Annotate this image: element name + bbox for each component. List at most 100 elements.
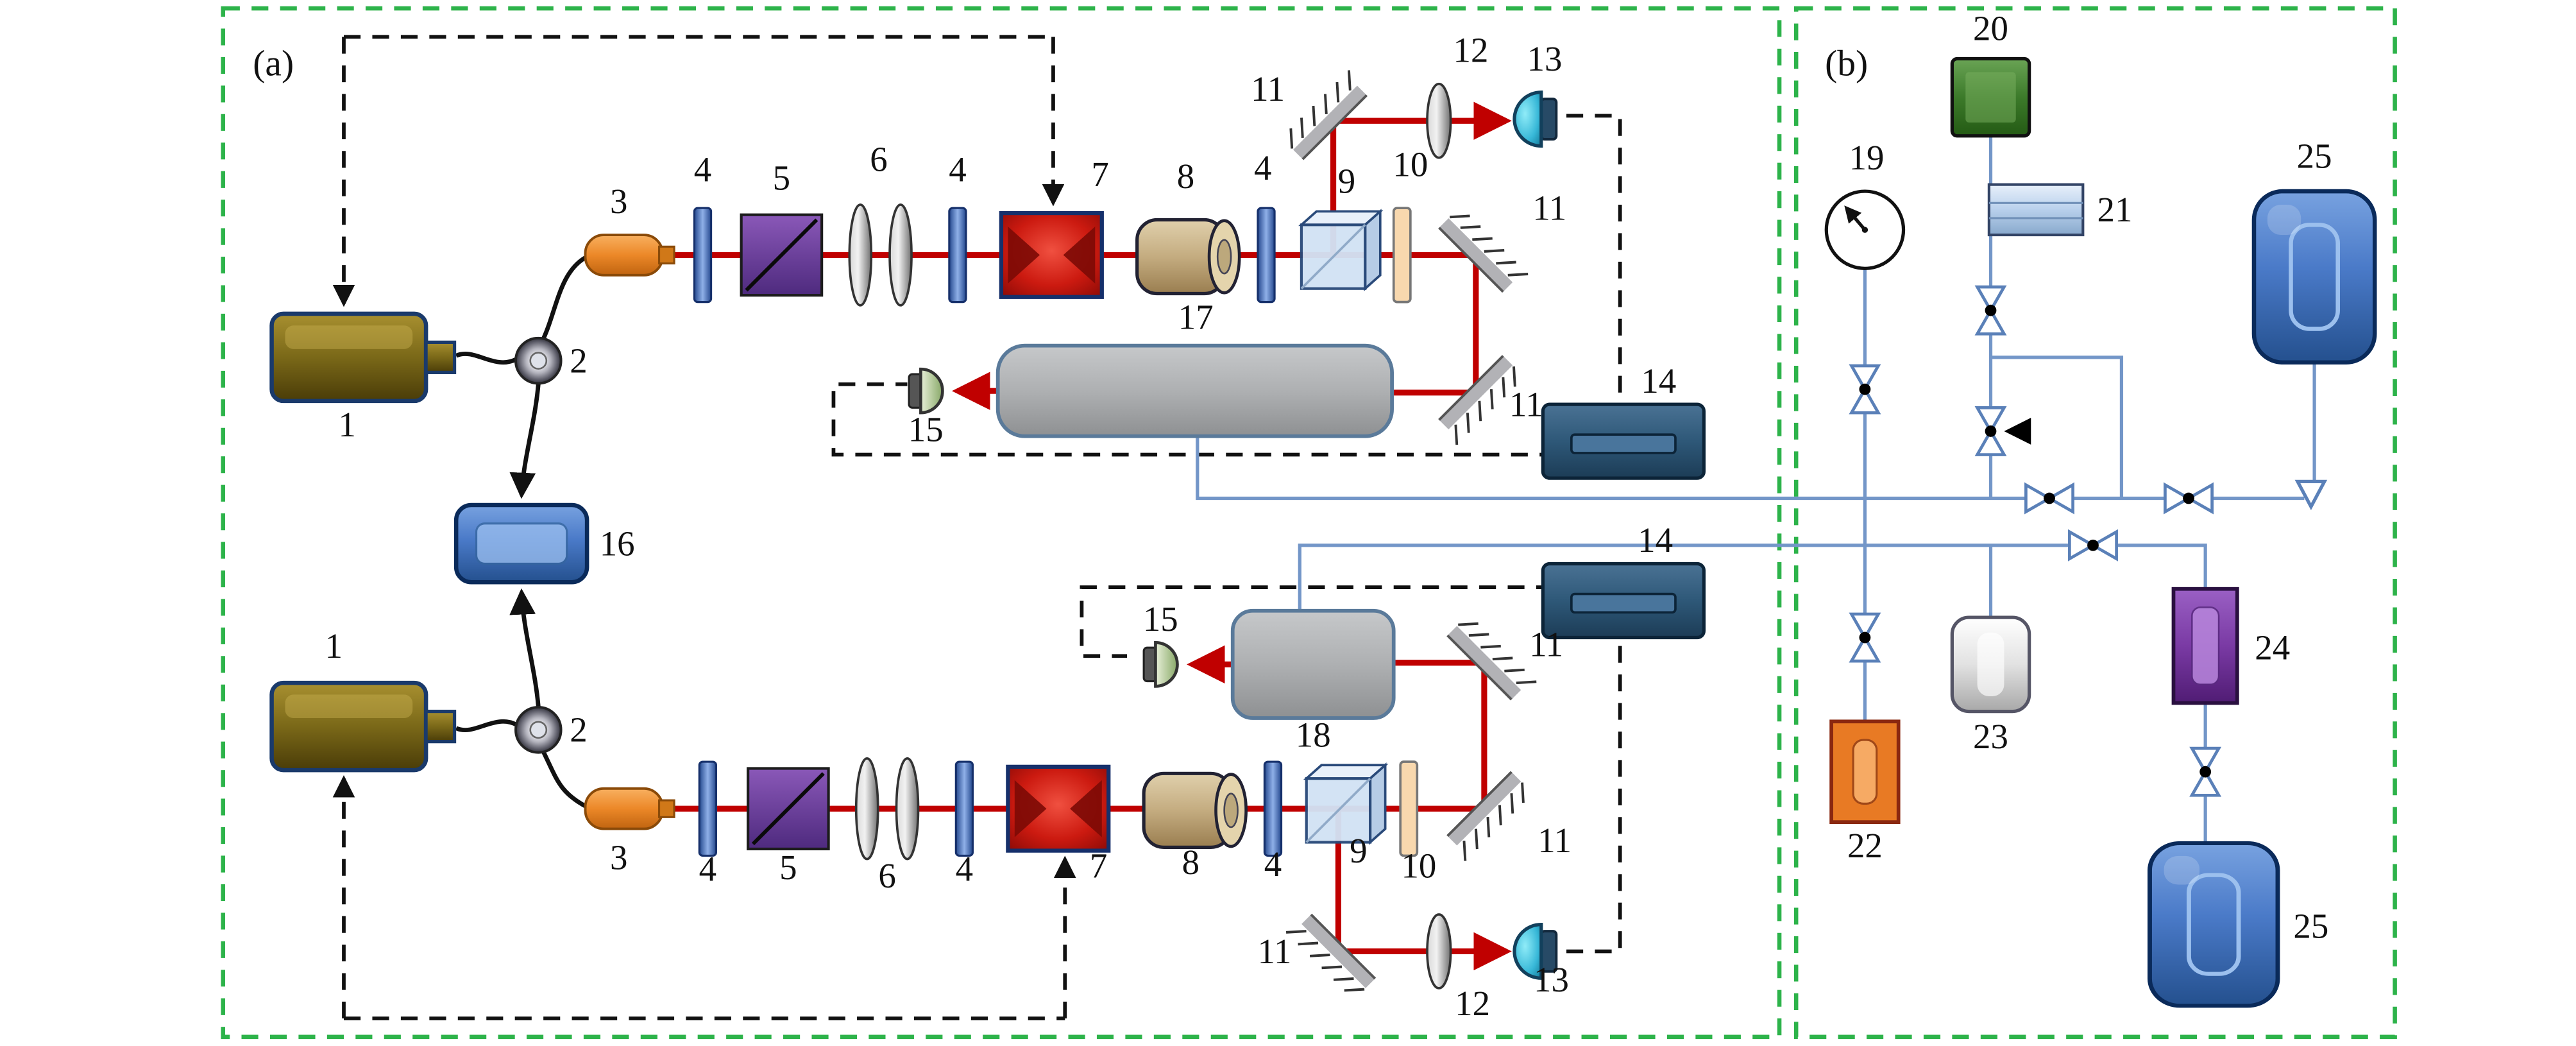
- relief-valve: [2294, 479, 2328, 511]
- fiber-coupler-bottom: [514, 706, 563, 754]
- label-mirror-pickoff-top: 11: [1251, 69, 1285, 108]
- laser-top: [272, 314, 455, 401]
- gas-line-from-cell-17: [1196, 436, 2305, 501]
- photodiode-top: [909, 369, 942, 413]
- fiber-coupler-top-to-combiner: [509, 384, 541, 499]
- label-cube-top: 9: [1338, 162, 1355, 201]
- lens-bottom-2: [895, 757, 920, 861]
- module-14-bottom: [1543, 563, 1704, 637]
- label-reference-cell-18: 18: [1296, 715, 1331, 754]
- label-tank-upper: 25: [2297, 136, 2332, 175]
- label-mirror-fold-bottom: 11: [1538, 821, 1572, 860]
- label-collimator-bottom: 3: [610, 837, 627, 877]
- plate-bottom-2: [954, 760, 974, 857]
- fiber-coupler-bottom-to-collimator: [539, 747, 588, 809]
- lens-top-2: [888, 203, 913, 307]
- label-detector-bottom: 13: [1534, 960, 1569, 999]
- filter-bottom: [1399, 760, 1419, 857]
- collimator-bottom: [584, 787, 676, 830]
- mirror-fold-top: [1439, 207, 1529, 296]
- plate-top-3: [1257, 207, 1276, 304]
- reference-cell-18: [1230, 608, 1396, 720]
- label-mirror-pickoff-bottom: 11: [1258, 932, 1292, 971]
- label-plate-top-2: 4: [949, 150, 966, 189]
- label-pickoff-lens-top: 12: [1453, 31, 1489, 70]
- filter-top: [1392, 207, 1412, 304]
- fiber-coupler-top-to-collimator: [539, 255, 588, 343]
- label-box-22: 22: [1847, 826, 1883, 865]
- beamsplitter-cube-top: [1301, 211, 1380, 288]
- plate-top-1: [693, 207, 713, 304]
- mirror-pickoff-bottom: [1286, 911, 1375, 1000]
- label-pickoff-lens-bottom: 12: [1455, 984, 1490, 1023]
- panel-b-components: [1826, 59, 2375, 1006]
- fiber-laser-bottom-to-coupler: [455, 719, 518, 732]
- label-plate-top-1: 4: [694, 150, 711, 189]
- gas-tank-lower: [2149, 843, 2278, 1006]
- label-lens-pair-top: 6: [870, 140, 887, 179]
- label-mirror-fold-top: 11: [1532, 189, 1566, 228]
- dash-loop-bottom: [1080, 585, 1622, 954]
- module-14-top: [1543, 404, 1704, 478]
- box-24: [2173, 589, 2237, 703]
- label-laser-top: 1: [339, 405, 356, 444]
- beamsplitter-cube-bottom: [1307, 765, 1385, 842]
- gas-line-branch: [1990, 356, 2124, 499]
- label-plate-bottom-1: 4: [699, 850, 716, 889]
- label-filter-bottom: 10: [1401, 846, 1436, 885]
- labels: (a) (b) 1 2 3 4 5 6 4 7 8 4 9 10 11 12 1…: [253, 9, 2332, 1023]
- label-plate-top-3: 4: [1254, 148, 1271, 187]
- top-arm-components: [272, 71, 1704, 479]
- label-module-14-bottom: 14: [1638, 520, 1673, 560]
- fiber-laser-top-to-coupler: [455, 352, 518, 365]
- laser-bottom: [272, 683, 455, 770]
- box-21: [1989, 185, 2083, 235]
- label-box-21: 21: [2097, 190, 2133, 229]
- tube-top: [1137, 220, 1239, 294]
- label-photodiode-top: 15: [908, 410, 944, 449]
- box-23: [1952, 617, 2029, 711]
- cell-top: [1001, 213, 1102, 297]
- lens-bottom-1: [854, 757, 879, 861]
- plate-top-2: [948, 207, 967, 304]
- tube-bottom: [1144, 773, 1246, 847]
- detector-top: [1514, 92, 1556, 146]
- label-module-14-top: 14: [1641, 361, 1676, 400]
- label-tube-bottom: 8: [1182, 843, 1199, 882]
- label-mirror-return-bottom: 11: [1529, 624, 1563, 664]
- lens-top-1: [848, 203, 873, 307]
- mirror-pickoff-top: [1282, 71, 1371, 160]
- label-collimator-top: 3: [610, 182, 627, 221]
- label-combiner-16: 16: [600, 524, 635, 563]
- dash-loop-top: [831, 114, 1622, 457]
- label-box-20: 20: [1973, 9, 2008, 48]
- box-22: [1831, 721, 1899, 822]
- label-box-24: 24: [2255, 628, 2290, 667]
- label-cell-top: 7: [1091, 155, 1108, 194]
- label-coupler-bottom: 2: [570, 710, 587, 750]
- label-tank-lower: 25: [2293, 907, 2328, 946]
- plate-bottom-3: [1263, 760, 1283, 857]
- valve-20-line: [1978, 287, 2004, 334]
- gas-tank-upper: [2254, 191, 2375, 363]
- label-reference-cell-17: 17: [1178, 297, 1214, 336]
- collimator-top: [584, 234, 676, 277]
- label-mirror-return-top: 11: [1509, 384, 1543, 424]
- pressure-gauge-19: [1826, 191, 1903, 268]
- bottom-arm-components: [272, 563, 1704, 1000]
- label-gauge-19: 19: [1849, 138, 1885, 177]
- label-photodiode-bottom: 15: [1143, 599, 1178, 639]
- mirror-fold-bottom: [1444, 772, 1533, 861]
- polarizer-bottom: [748, 768, 828, 848]
- control-wiring-dashed: [332, 35, 1622, 1020]
- fiber-links: [455, 255, 588, 809]
- fiber-coupler-top: [514, 336, 563, 385]
- gas-line-from-cell-18: [1298, 544, 2207, 611]
- label-cell-bottom: 7: [1090, 846, 1107, 885]
- label-detector-top: 13: [1527, 39, 1563, 78]
- label-coupler-top: 2: [570, 341, 587, 380]
- plate-bottom-1: [698, 760, 718, 857]
- cell-bottom: [1008, 767, 1108, 851]
